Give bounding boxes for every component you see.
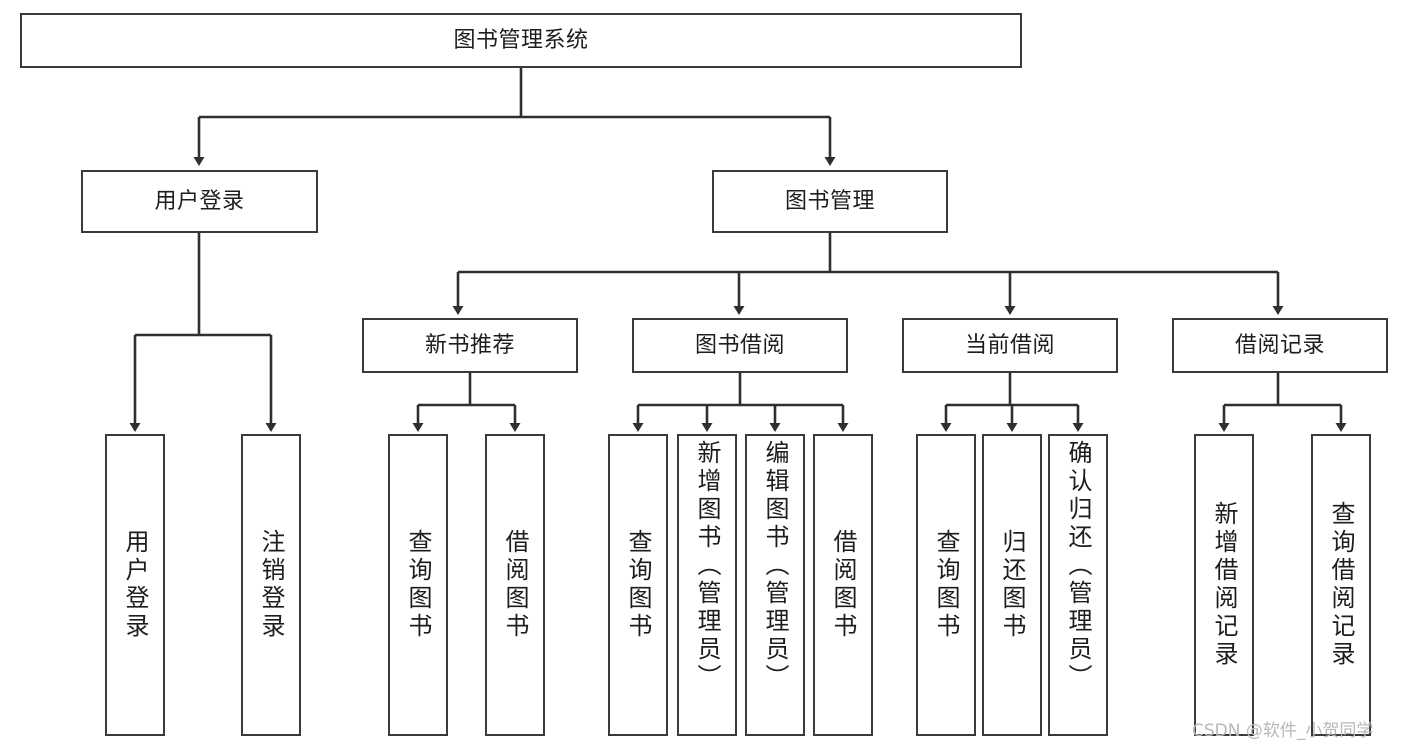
node-leaf-logout-login[interactable]: 注销登录 <box>241 434 301 736</box>
csdn-watermark: CSDN @软件_小贺同学 <box>1192 721 1374 741</box>
node-leaf-edit-book-label: 编辑图书（管理员） <box>761 440 789 692</box>
node-leaf-confirm-return-label: 确认归还（管理员） <box>1064 440 1092 692</box>
node-leaf-return-book[interactable]: 归还图书 <box>982 434 1042 736</box>
node-user-login-label: 用户登录 <box>154 188 245 214</box>
node-leaf-query-book-2-label: 查询图书 <box>624 529 652 641</box>
node-leaf-add-book-label: 新增图书（管理员） <box>693 440 721 692</box>
node-leaf-query-book-1[interactable]: 查询图书 <box>388 434 448 736</box>
node-book-manage-label: 图书管理 <box>784 188 875 214</box>
node-leaf-user-login[interactable]: 用户登录 <box>105 434 165 736</box>
node-leaf-borrow-book-2-label: 借阅图书 <box>829 529 857 641</box>
node-leaf-edit-book[interactable]: 编辑图书（管理员） <box>745 434 805 736</box>
node-book-borrow[interactable]: 图书借阅 <box>632 318 848 373</box>
node-leaf-borrow-book-1-label: 借阅图书 <box>501 529 529 641</box>
node-leaf-logout-login-label: 注销登录 <box>257 529 285 641</box>
node-book-borrow-label: 图书借阅 <box>694 332 785 358</box>
node-new-book-recommend[interactable]: 新书推荐 <box>362 318 578 373</box>
node-leaf-query-record[interactable]: 查询借阅记录 <box>1311 434 1371 736</box>
node-leaf-query-book-1-label: 查询图书 <box>404 529 432 641</box>
node-leaf-user-login-label: 用户登录 <box>121 529 149 641</box>
node-user-login[interactable]: 用户登录 <box>81 170 318 233</box>
node-leaf-confirm-return[interactable]: 确认归还（管理员） <box>1048 434 1108 736</box>
node-leaf-query-book-3[interactable]: 查询图书 <box>916 434 976 736</box>
node-leaf-query-book-2[interactable]: 查询图书 <box>608 434 668 736</box>
node-leaf-add-record-label: 新增借阅记录 <box>1210 501 1238 669</box>
node-current-borrow-label: 当前借阅 <box>964 332 1055 358</box>
node-borrow-record[interactable]: 借阅记录 <box>1172 318 1388 373</box>
node-root[interactable]: 图书管理系统 <box>20 13 1022 68</box>
node-leaf-borrow-book-2[interactable]: 借阅图书 <box>813 434 873 736</box>
node-leaf-query-book-3-label: 查询图书 <box>932 529 960 641</box>
node-current-borrow[interactable]: 当前借阅 <box>902 318 1118 373</box>
node-new-book-recommend-label: 新书推荐 <box>424 332 515 358</box>
node-root-label: 图书管理系统 <box>453 27 589 53</box>
node-leaf-return-book-label: 归还图书 <box>998 529 1026 641</box>
node-leaf-add-book[interactable]: 新增图书（管理员） <box>677 434 737 736</box>
node-leaf-add-record[interactable]: 新增借阅记录 <box>1194 434 1254 736</box>
node-leaf-query-record-label: 查询借阅记录 <box>1327 501 1355 669</box>
node-borrow-record-label: 借阅记录 <box>1234 332 1325 358</box>
node-leaf-borrow-book-1[interactable]: 借阅图书 <box>485 434 545 736</box>
node-book-manage[interactable]: 图书管理 <box>712 170 948 233</box>
